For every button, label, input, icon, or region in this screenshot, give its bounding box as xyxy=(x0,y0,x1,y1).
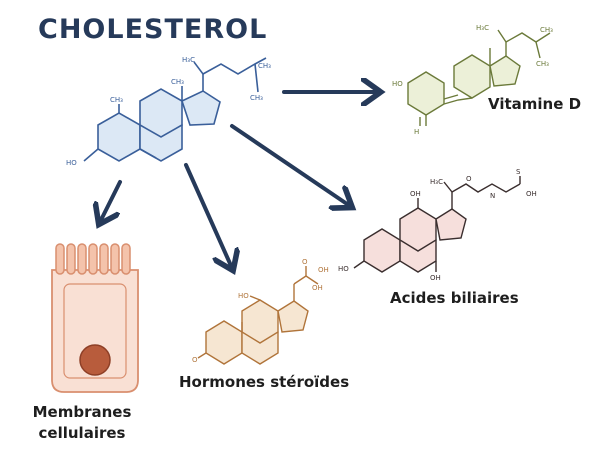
cholesterol-h3c-label: H₃C xyxy=(182,56,195,64)
bile-s-label: S xyxy=(516,168,521,176)
hormone-ring-a xyxy=(205,320,243,365)
cell-membranes-label-line2: cellulaires xyxy=(38,424,126,442)
vitamin-d-ch3-label: CH₃ xyxy=(540,26,553,34)
steroid-hormone-molecule xyxy=(197,266,319,365)
hormone-o-label: O xyxy=(192,356,198,364)
bile-ring-a xyxy=(363,228,401,273)
cholesterol-ch3-label-4: CH₃ xyxy=(250,94,263,102)
bile-acids-label: Acides biliaires xyxy=(390,289,519,307)
hormone-o-label-2: O xyxy=(302,258,308,266)
vitamin-d-h3c-label: H₃C xyxy=(476,24,489,32)
vitamin-d-ring-a xyxy=(407,71,445,116)
cholesterol-ring-d xyxy=(181,90,221,126)
cell-membranes-label-line1: Membranes xyxy=(32,403,132,421)
cell-nucleus xyxy=(79,344,111,376)
hormone-oh-label-2: OH xyxy=(312,284,323,292)
hormone-ring-d xyxy=(277,300,309,333)
bile-o-label: O xyxy=(466,175,472,183)
vitamin-d-label: Vitamine D xyxy=(488,95,582,113)
cholesterol-ring-c xyxy=(139,88,183,138)
arrow-to-hormones xyxy=(184,163,232,268)
vitamin-d-ch3-label-2: CH₃ xyxy=(536,60,549,68)
cell-membranes-label: Membranes cellulaires xyxy=(22,402,142,444)
vitamin-d-ring-d xyxy=(489,55,521,87)
arrow-to-bile-acids xyxy=(230,124,350,206)
cholesterol-ch3-label-2: CH₃ xyxy=(171,78,184,86)
bile-oh-label-3: OH xyxy=(526,190,537,198)
cholesterol-molecule xyxy=(83,57,267,162)
bile-oh-label-2: OH xyxy=(410,190,421,198)
bile-ho-label: HO xyxy=(338,265,349,273)
cholesterol-ch3-label: CH₃ xyxy=(110,96,123,104)
vitamin-d-ring-c xyxy=(453,54,491,99)
bile-oh-label-1: OH xyxy=(430,274,441,282)
cell-microvilli xyxy=(55,243,131,275)
cholesterol-ho-label: HO xyxy=(66,159,77,167)
vitamin-d-ho-label: HO xyxy=(392,80,403,88)
cell-membrane-illustration xyxy=(51,243,139,393)
vitamin-d-ch2-label: H xyxy=(414,128,419,136)
page-title: CHOLESTEROL xyxy=(38,14,268,45)
hormone-ho-label: HO xyxy=(238,292,249,300)
cholesterol-ring-a xyxy=(97,112,141,162)
vitamin-d-molecule xyxy=(407,29,551,126)
cholesterol-ch3-label-3: CH₃ xyxy=(258,62,271,70)
cell-body xyxy=(51,269,139,393)
arrow-to-membranes xyxy=(100,180,122,222)
bile-acid-molecule xyxy=(353,176,521,273)
hormone-oh-label: OH xyxy=(318,266,329,274)
bile-h3c-label: H₃C xyxy=(430,178,443,186)
steroid-hormones-label: Hormones stéroïdes xyxy=(179,373,350,391)
bile-n-label: N xyxy=(490,192,495,200)
bile-ring-d xyxy=(435,208,467,241)
